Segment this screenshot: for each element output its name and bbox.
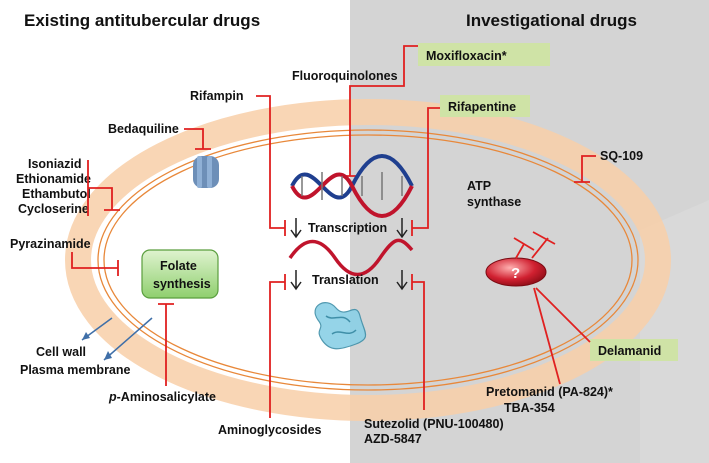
- rifapentine-inhibitor-line: [411, 107, 440, 236]
- atp-synthase-complex: [193, 156, 219, 188]
- aminoglycosides-label: Aminoglycosides: [218, 423, 322, 437]
- translation-arrow-left: [290, 270, 302, 291]
- membrane-line-1: [97, 129, 639, 391]
- moxifloxacin-label: Moxifloxacin*: [426, 49, 507, 63]
- translation-label: Translation: [312, 273, 379, 287]
- unknown-inhibitor-line-1: [531, 231, 556, 259]
- folate-synthesis-label-2: synthesis: [153, 277, 211, 291]
- dna-helix: [290, 154, 414, 218]
- isoniazid-label: Isoniazid: [28, 157, 81, 171]
- pretomanid-line: [533, 287, 561, 385]
- rifampin-inhibitor-line: [256, 95, 286, 236]
- unknown-target-label: ?: [511, 265, 520, 282]
- protein-structure: [314, 302, 367, 350]
- transcription-arrow-left: [290, 218, 302, 239]
- ethambutol-label: Ethambutol: [22, 187, 91, 201]
- pyrazinamide-inhibitor-line: [71, 252, 119, 276]
- isoniazid-group-inhibitor-line: [87, 160, 120, 216]
- delamanid-line: [535, 287, 591, 343]
- atp-synthase-label-1: ATP: [467, 179, 491, 193]
- sq109-inhibitor-line: [574, 155, 596, 183]
- mrna-wave: [288, 238, 414, 277]
- fluoroquinolones-label: Fluoroquinolones: [292, 69, 398, 83]
- sq109-label: SQ-109: [600, 149, 643, 163]
- delamanid-label: Delamanid: [598, 344, 661, 358]
- transcription-label: Transcription: [308, 221, 387, 235]
- cycloserine-label: Cycloserine: [18, 202, 89, 216]
- pretomanid-label: Pretomanid (PA-824)*: [486, 385, 613, 399]
- outer-membrane: [65, 99, 671, 421]
- folate-synthesis-label-1: Folate: [160, 259, 197, 273]
- pas-inhibitor-line: [158, 303, 174, 386]
- plasma-membrane-arrow: [103, 317, 153, 361]
- plasma-membrane-label: Plasma membrane: [20, 363, 131, 377]
- ethionamide-label: Ethionamide: [16, 172, 91, 186]
- pas-label: p-Aminosalicylate: [108, 390, 216, 404]
- folate-synthesis-box: [141, 249, 219, 299]
- sutezolid-label: Sutezolid (PNU-100480): [364, 417, 504, 431]
- pyrazinamide-label: Pyrazinamide: [10, 237, 91, 251]
- rifapentine-label: Rifapentine: [448, 100, 516, 114]
- azd5847-label: AZD-5847: [364, 432, 422, 446]
- header-existing: Existing antitubercular drugs: [24, 11, 260, 30]
- cell-wall-arrowhead: [82, 332, 90, 340]
- header-investigational: Investigational drugs: [466, 11, 637, 30]
- translation-arrow-right: [396, 270, 408, 291]
- bedaquiline-inhibitor-line: [184, 128, 211, 150]
- membrane-line-2: [103, 134, 633, 386]
- aminoglycosides-inhibitor-line: [269, 274, 286, 418]
- moxifloxacin-box: [418, 43, 550, 66]
- unknown-inhibitor-line-2: [513, 237, 535, 259]
- tba354-label: TBA-354: [504, 401, 555, 415]
- sutezolid-inhibitor-line: [411, 274, 425, 410]
- transcription-arrow-right: [396, 218, 408, 239]
- bedaquiline-label: Bedaquiline: [108, 122, 179, 136]
- atp-synthase-label-2: synthase: [467, 195, 521, 209]
- plasma-membrane-arrowhead: [104, 351, 112, 360]
- delamanid-box: [590, 339, 678, 361]
- rifapentine-box: [440, 95, 530, 117]
- rifampin-label: Rifampin: [190, 89, 243, 103]
- cell-wall-label: Cell wall: [36, 345, 86, 359]
